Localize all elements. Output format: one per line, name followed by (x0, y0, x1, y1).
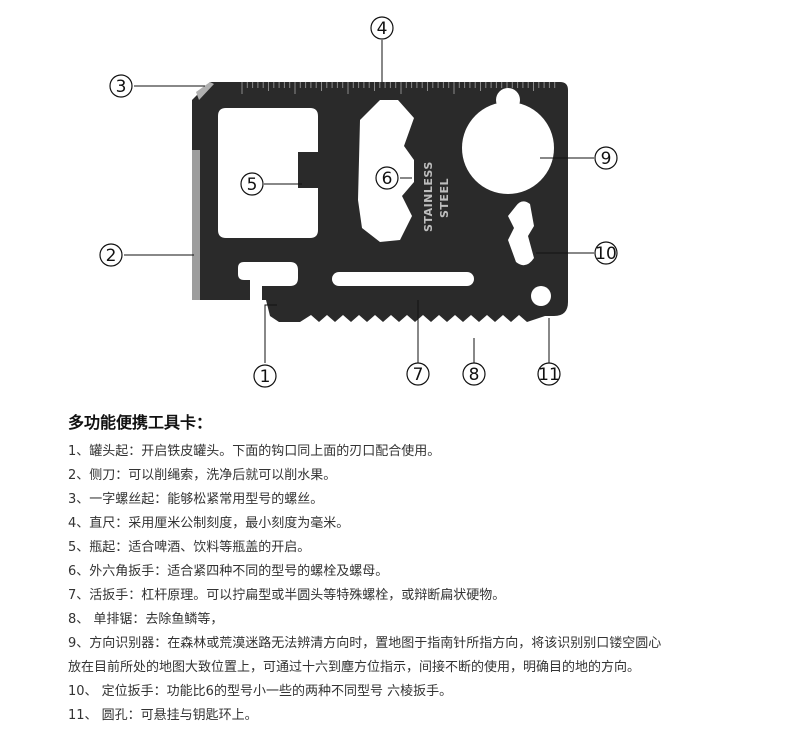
direction-finder-circle (462, 102, 554, 194)
callout-number-7: 7 (413, 365, 424, 385)
description-panel: 多功能便携工具卡： 1、罐头起：开启铁皮罐头。下面的钩口同上面的刃口配合使用。 2… (68, 413, 783, 728)
description-line: 6、外六角扳手：适合紧四种不同的型号的螺栓及螺母。 (68, 564, 389, 579)
callout-number-1: 1 (260, 367, 271, 387)
callout-number-5: 5 (247, 175, 258, 195)
description-line: 5、瓶起：适合啤酒、饮料等瓶盖的开启。 (68, 540, 311, 555)
description-line: 放在目前所处的地图大致位置上，可通过十六到塵方位指示，间接不断的使用，明确目的地… (68, 660, 641, 675)
callout-circle-6 (375, 166, 399, 190)
stamp-steel: STEEL (438, 178, 451, 218)
description-line: 7、活扳手：杠杆原理。可以拧扁型或半圆头等特殊螺栓，或辩断扁状硬物。 (68, 588, 506, 603)
bottle-opener-cutout (218, 108, 318, 238)
callout-circle-3 (109, 74, 133, 98)
callout-number-3: 3 (116, 77, 127, 97)
description-heading: 多功能便携工具卡： (68, 413, 213, 432)
description-line: 1、罐头起：开启铁皮罐头。下面的钩口同上面的刃口配合使用。 (68, 444, 441, 459)
callout-circle-1 (253, 364, 277, 388)
description-line: 4、直尺：采用厘米公制刻度，最小刻度为毫米。 (68, 516, 350, 531)
description-lines: 1、罐头起：开启铁皮罐头。下面的钩口同上面的刃口配合使用。 2、侧刀：可以削绳索，… (68, 440, 783, 728)
callout-circle-2 (99, 243, 123, 267)
description-line: 11、 圆孔：可悬挂与钥匙环上。 (68, 708, 258, 723)
key-ring-hole (531, 286, 551, 306)
callout-number-6: 6 (382, 169, 393, 189)
callout-circle-4 (370, 16, 394, 40)
callout-circle-5 (240, 172, 264, 196)
direction-finder-notch (496, 88, 520, 112)
callout-number-11: 11 (538, 365, 560, 385)
description-line: 8、 单排锯：去除鱼鳞等， (68, 612, 224, 627)
description-line: 9、方向识别器：在森林或荒漠迷路无法辨清方向时，置地图于指南针所指方向，将该识别… (68, 636, 662, 651)
description-line: 2、侧刀：可以削绳索，洗净后就可以削水果。 (68, 468, 337, 483)
leader-line-1 (264, 304, 277, 363)
ruler-scale (241, 82, 556, 94)
lever-wrench-slot (332, 272, 474, 286)
callout-circle-8 (462, 362, 486, 386)
side-knife-edge (192, 150, 200, 300)
description-line: 10、 定位扳手：功能比6的型号小一些的两种不同型号 六棱扳手。 (68, 684, 453, 699)
callout-circle-10 (594, 241, 618, 265)
callout-number-4: 4 (377, 19, 388, 39)
callout-circle-7 (406, 362, 430, 386)
callout-circle-11 (537, 362, 561, 386)
callout-number-8: 8 (469, 365, 480, 385)
callout-number-2: 2 (106, 246, 117, 266)
can-opener-hook (238, 262, 298, 300)
callout-circle-9 (594, 146, 618, 170)
description-line: 3、一字螺丝起：能够松紧常用型号的螺丝。 (68, 492, 324, 507)
callout-number-9: 9 (601, 149, 612, 169)
callout-number-10: 10 (595, 244, 617, 264)
stamp-stainless: STAINLESS (422, 161, 435, 232)
positioning-wrench-cutout (508, 201, 534, 266)
tool-card-diagram: STAINLESS STEEL 1 2 3 4 5 6 7 8 9 10 11 (99, 16, 618, 388)
screwdriver-edge (196, 82, 214, 100)
